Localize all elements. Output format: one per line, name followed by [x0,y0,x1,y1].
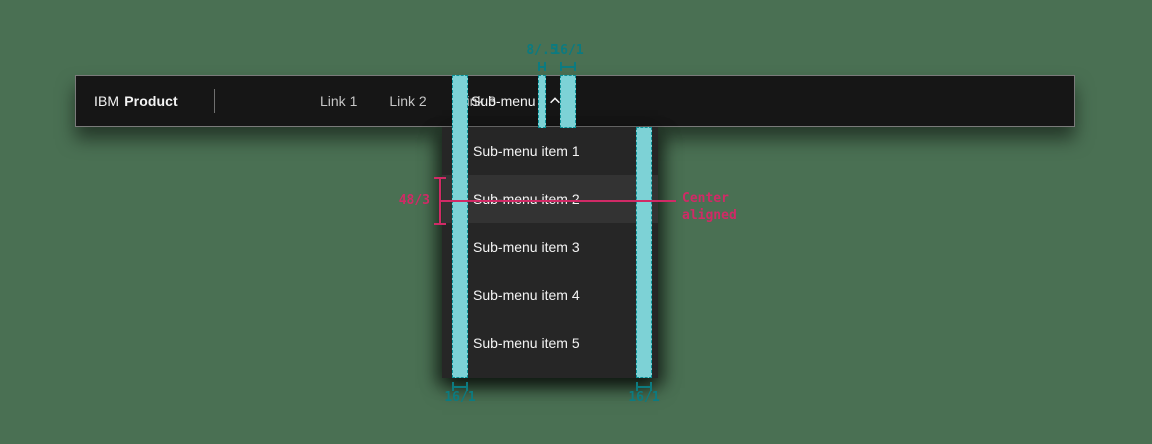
submenu-trigger-label: Sub-menu [471,93,536,109]
submenu-item-3[interactable]: Sub-menu item 3 [473,239,580,255]
submenu-item-2[interactable]: Sub-menu item 2 [442,175,658,223]
spacing-overlay-left-padding [452,75,468,378]
measure-bracket-top-right [560,62,576,71]
measure-bracket-top-gap [538,62,546,71]
header-divider [214,89,215,113]
item-height-label: 48/3 [398,193,430,208]
spacing-overlay-right-padding-menu [636,127,652,378]
center-alignment-line [440,200,676,202]
header-product-name[interactable]: IBM Product [94,93,178,109]
submenu-item-1[interactable]: Sub-menu item 1 [473,143,580,159]
measure-bracket-bottom-left [452,382,468,391]
submenu-panel: Sub-menu item 1 Sub-menu item 2 Sub-menu… [442,127,658,378]
header-nav: Link 1 Link 2 Link 3 [304,76,512,126]
nav-link-1[interactable]: Link 1 [320,93,358,109]
submenu-item-5[interactable]: Sub-menu item 5 [473,335,580,351]
chevron-up-icon [550,97,560,104]
nav-link-3[interactable]: Link 3 [458,93,497,109]
center-aligned-note: Center aligned [682,191,737,223]
spacing-label-top-gap: 8/.5 [526,43,558,58]
measure-bracket-bottom-right [636,382,652,391]
header-product: Product [124,93,178,109]
spacing-label-bottom-left: 16/1 [444,390,476,405]
spacing-overlay-label-chevron-gap [538,75,546,128]
spacing-overlay-right-padding-header [560,75,576,128]
submenu-trigger[interactable]: Sub-menu [453,76,577,126]
header-prefix: IBM [94,93,120,109]
submenu-item-4[interactable]: Sub-menu item 4 [473,287,580,303]
spacing-label-top-right: 16/1 [552,43,584,58]
nav-link-2[interactable]: Link 2 [389,93,427,109]
spacing-label-bottom-right: 16/1 [628,390,660,405]
